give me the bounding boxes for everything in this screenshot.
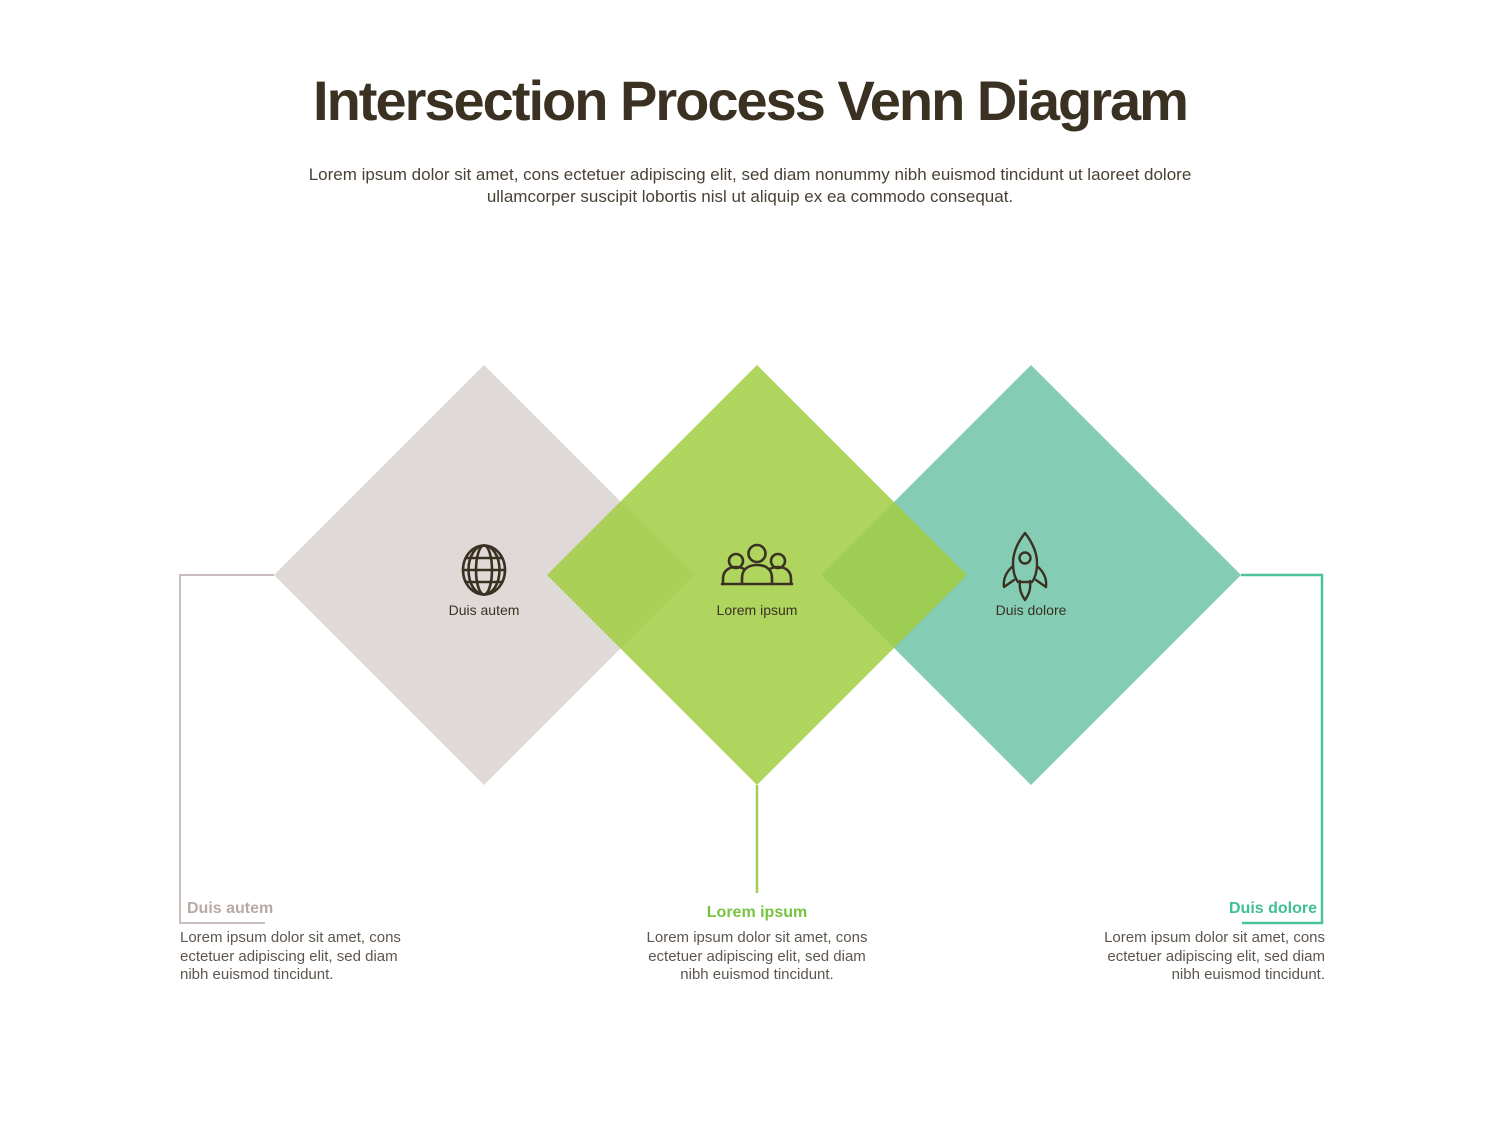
people-icon [720, 543, 794, 586]
caption-body-lorem-ipsum: Lorem ipsum dolor sit amet, cons ectetue… [646, 929, 868, 984]
caption-heading-duis-dolore: Duis dolore [1228, 900, 1317, 917]
green-diamond-label: Lorem ipsum [716, 602, 798, 618]
teal-diamond [821, 365, 1241, 785]
left-connector-line [179, 574, 274, 924]
teal-diamond-label: Duis dolore [995, 602, 1067, 618]
page-title: Intersection Process Venn Diagram [313, 69, 1189, 132]
rocket-icon [1002, 531, 1048, 602]
gray-diamond-label: Duis autem [448, 602, 520, 618]
caption-body-duis-dolore: Lorem ipsum dolor sit amet, cons ectetue… [1104, 929, 1325, 984]
caption-heading-lorem-ipsum: Lorem ipsum [706, 904, 808, 921]
caption-body-duis-autem: Lorem ipsum dolor sit amet, cons ectetue… [180, 929, 401, 984]
caption-heading-duis-autem: Duis autem [187, 900, 274, 917]
page-subtitle: Lorem ipsum dolor sit amet, cons ectetue… [308, 165, 1192, 207]
globe-icon [461, 544, 507, 596]
gray-diamond [274, 365, 694, 785]
right-connector-line [1241, 573, 1324, 925]
